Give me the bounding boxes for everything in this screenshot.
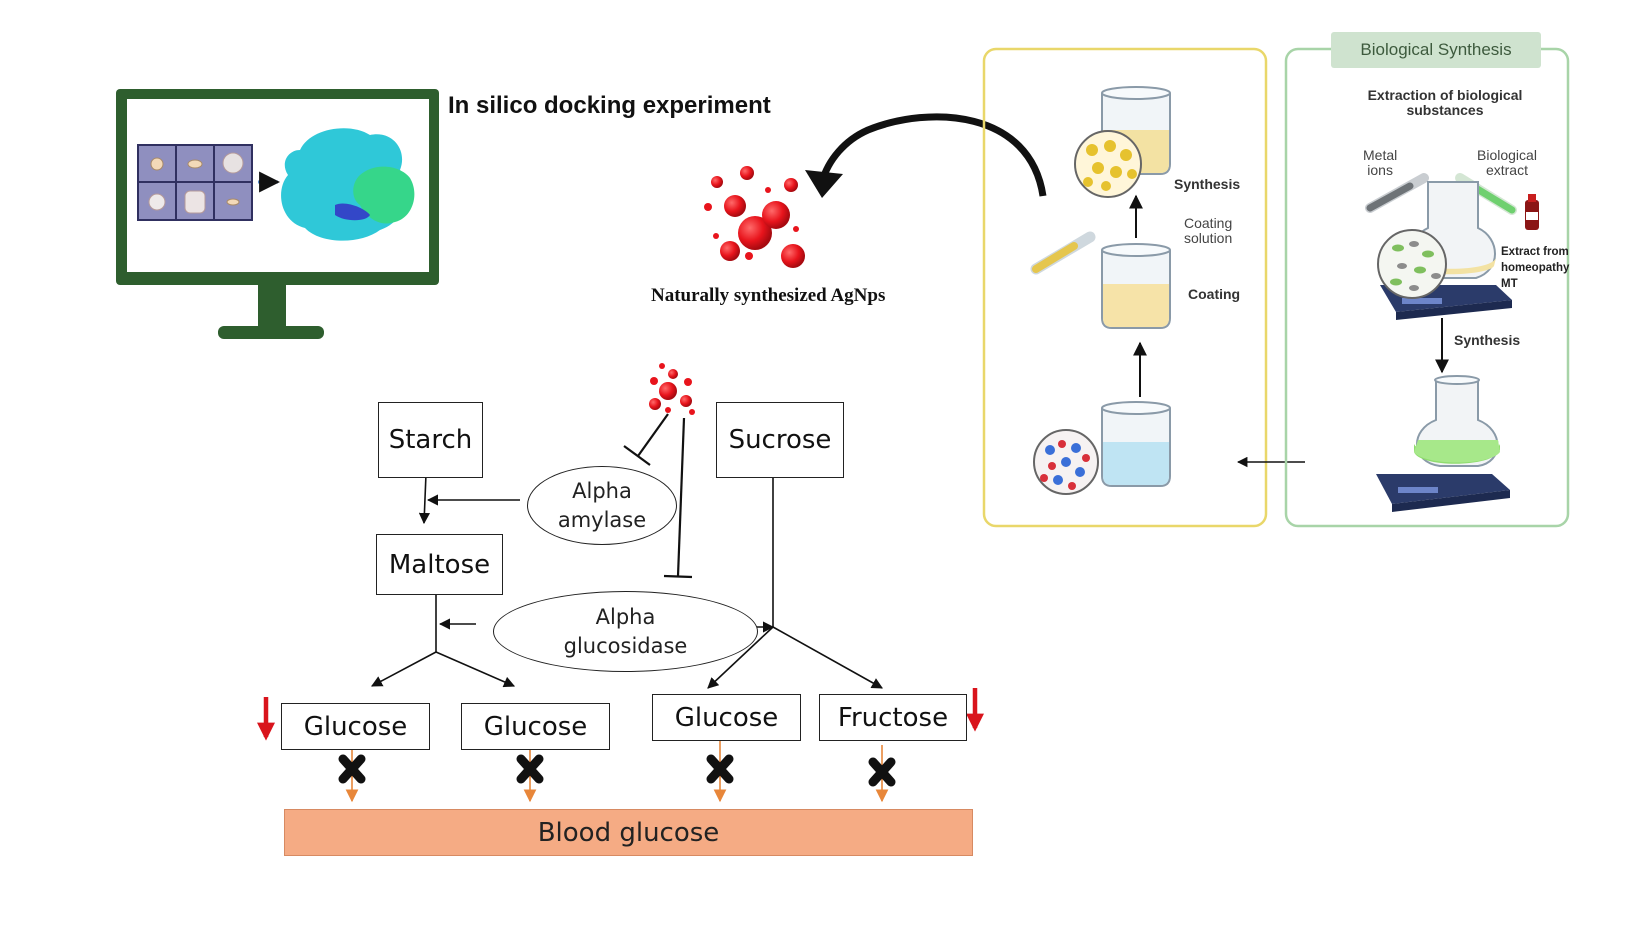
- biological-synthesis-header: Biological Synthesis: [1331, 32, 1541, 68]
- leaf-extract-icon: [1377, 229, 1447, 299]
- extraction-label: Extraction of biological substances: [1356, 88, 1534, 118]
- glucose-box-3: Glucose: [652, 694, 801, 741]
- inhibition-lines: [623, 413, 693, 579]
- agnp-caption: Naturally synthesized AgNps: [651, 285, 886, 306]
- blocked-transport: [338, 735, 896, 803]
- coating-solution-line1: Coating: [1184, 215, 1233, 231]
- yellow-particles-icon: [1074, 130, 1142, 198]
- glucose-box-1: Glucose: [281, 703, 430, 750]
- extraction-line1: Extraction of biological: [1367, 87, 1523, 103]
- homeopathy-label: Extract from homeopathy MT: [1501, 244, 1569, 292]
- protein-icon: [281, 128, 415, 241]
- homeopathy-line2: homeopathy: [1501, 262, 1570, 274]
- flask-stirrer-bottom-icon: [1376, 375, 1510, 512]
- coating-label: Coating: [1188, 286, 1241, 302]
- pathway-connectors: [371, 473, 883, 689]
- bio-extract-label: Biological extract: [1477, 148, 1537, 178]
- ions-particles-icon: [1033, 429, 1099, 495]
- alpha-glucosidase-line2: glucosidase: [563, 633, 688, 658]
- homeopathy-line3: MT: [1501, 278, 1518, 290]
- bio-extract-line2: extract: [1485, 162, 1528, 178]
- extraction-line2: substances: [1406, 102, 1484, 118]
- maltose-box: Maltose: [376, 534, 503, 595]
- blood-glucose-bar: Blood glucose: [284, 809, 973, 856]
- docking-title: In silico docking experiment: [448, 92, 771, 119]
- bio-synthesis-panel: [1284, 47, 1570, 528]
- homeopathy-bottle-icon: [1525, 194, 1539, 230]
- beaker-coating-icon: [1101, 243, 1171, 329]
- alpha-glucosidase-line1: Alpha: [595, 604, 656, 629]
- metal-ions-label: Metal ions: [1363, 148, 1397, 178]
- starch-box: Starch: [378, 402, 483, 478]
- metal-ions-line2: ions: [1367, 162, 1393, 178]
- metal-ions-line1: Metal: [1363, 147, 1398, 163]
- agnp-cluster-inhibitor: [649, 363, 695, 415]
- glucose-box-2: Glucose: [461, 703, 610, 750]
- alpha-amylase-line2: amylase: [557, 507, 647, 532]
- red-decrease-arrows: [257, 688, 984, 741]
- curved-arrow: [805, 113, 1047, 198]
- coating-panel: [982, 47, 1268, 528]
- alpha-amylase-line1: Alpha: [572, 478, 632, 503]
- alpha-amylase-enzyme: Alpha amylase: [527, 466, 677, 545]
- agnp-cluster-top: [704, 166, 805, 268]
- monitor-illustration: [116, 89, 439, 339]
- fructose-box: Fructose: [819, 694, 967, 741]
- sucrose-box: Sucrose: [716, 402, 844, 478]
- metal-ions-tube-icon: [1365, 173, 1429, 213]
- test-tube-icon: [1030, 231, 1096, 275]
- synthesis-label-bio-panel: Synthesis: [1454, 332, 1521, 348]
- homeopathy-line1: Extract from: [1501, 246, 1569, 258]
- bio-extract-line1: Biological: [1477, 147, 1537, 163]
- alpha-glucosidase-enzyme: Alpha glucosidase: [493, 591, 758, 672]
- coating-solution-label: Coating solution: [1184, 216, 1232, 246]
- ligand-grid-icon: [137, 144, 253, 221]
- coating-solution-line2: solution: [1184, 230, 1233, 246]
- synthesis-label-coating-panel: Synthesis: [1174, 176, 1241, 192]
- beaker-solution-icon: [1101, 401, 1171, 487]
